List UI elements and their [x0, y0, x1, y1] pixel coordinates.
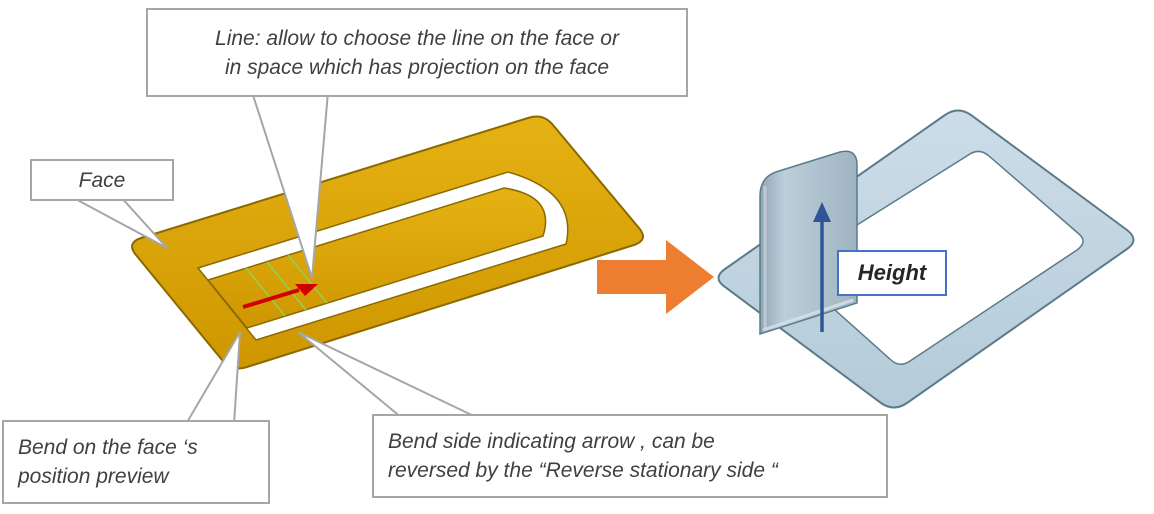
height-arrow — [813, 202, 831, 332]
flange-bend-highlight — [762, 298, 854, 332]
bend-preview-callout-text-1: Bend on the face ‘s — [18, 436, 198, 459]
bend-preview-callout-text-2: position preview — [18, 465, 169, 488]
face-callout-pointer — [69, 195, 168, 249]
face-callout-label: Face — [78, 168, 126, 192]
bend-preview-line — [287, 254, 328, 304]
bend-direction-arrow-head — [295, 284, 318, 296]
face-callout: Face — [30, 159, 174, 201]
bend-side-callout-text-1: Bend side indicating arrow , can be — [388, 430, 715, 453]
bend-preview-lines — [245, 254, 328, 317]
bend-side-callout-text-2: reversed by the “Reverse stationary side… — [388, 459, 778, 482]
bend-side-callout-pointer — [297, 331, 479, 419]
line-select-callout-text-2: in space which has projection on the fac… — [224, 55, 610, 79]
bend-direction-arrow-shaft — [242, 288, 300, 309]
line-select-callout: Line: allow to choose the line on the fa… — [146, 8, 688, 97]
line-select-callout-text-1: Line: allow to choose the line on the fa… — [215, 26, 619, 50]
gold-sheet-part — [131, 115, 644, 370]
bend-direction-arrow — [242, 284, 318, 309]
bend-preview-callout: Bend on the face ‘s position preview — [2, 420, 270, 504]
bent-flange — [759, 150, 858, 336]
height-label: Height — [857, 260, 927, 285]
height-label-box: Height — [837, 250, 947, 296]
transform-arrow — [597, 240, 714, 314]
bend-preview-line — [245, 267, 286, 317]
bend-preview-line — [266, 261, 307, 311]
bend-side-callout: Bend side indicating arrow , can be reve… — [372, 414, 888, 498]
height-arrow-head — [813, 202, 831, 222]
